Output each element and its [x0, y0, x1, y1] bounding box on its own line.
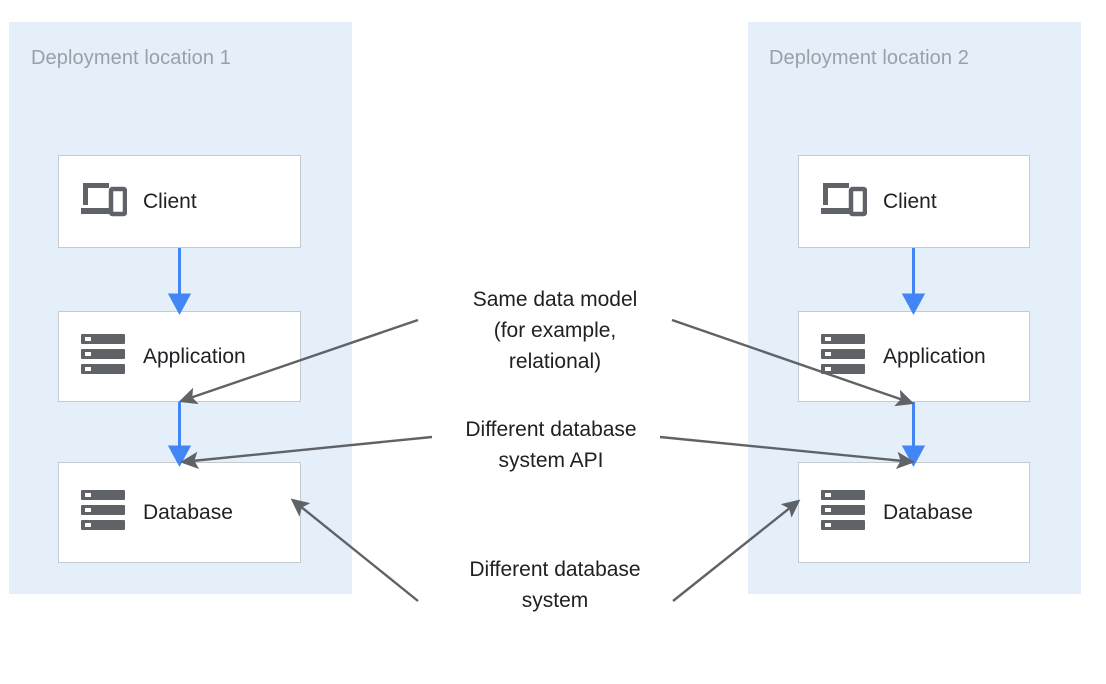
server-stack-icon [819, 488, 867, 537]
server-stack-icon [819, 332, 867, 381]
devices-icon [79, 179, 128, 224]
callout-different-database-system-api: Different database system API [465, 418, 637, 472]
devices-icon [819, 179, 868, 224]
node-application-1[interactable]: Application [58, 311, 301, 402]
node-database-2[interactable]: Database [798, 462, 1030, 563]
deployment-zone-2-title: Deployment location 2 [769, 47, 969, 69]
node-application-2-label: Application [883, 344, 986, 368]
node-database-2-label: Database [883, 500, 973, 524]
node-client-1[interactable]: Client [58, 155, 301, 248]
callout-same-data-model: Same data model (for example, relational… [472, 288, 638, 373]
node-client-2[interactable]: Client [798, 155, 1030, 248]
node-client-2-label: Client [883, 189, 937, 213]
deployment-zone-1-title: Deployment location 1 [31, 47, 231, 69]
node-application-2[interactable]: Application [798, 311, 1030, 402]
node-application-1-label: Application [143, 344, 246, 368]
node-client-1-label: Client [143, 189, 197, 213]
server-stack-icon [79, 332, 127, 381]
callout-different-database-system: Different database system [469, 558, 641, 612]
node-database-1[interactable]: Database [58, 462, 301, 563]
node-database-1-label: Database [143, 500, 233, 524]
server-stack-icon [79, 488, 127, 537]
